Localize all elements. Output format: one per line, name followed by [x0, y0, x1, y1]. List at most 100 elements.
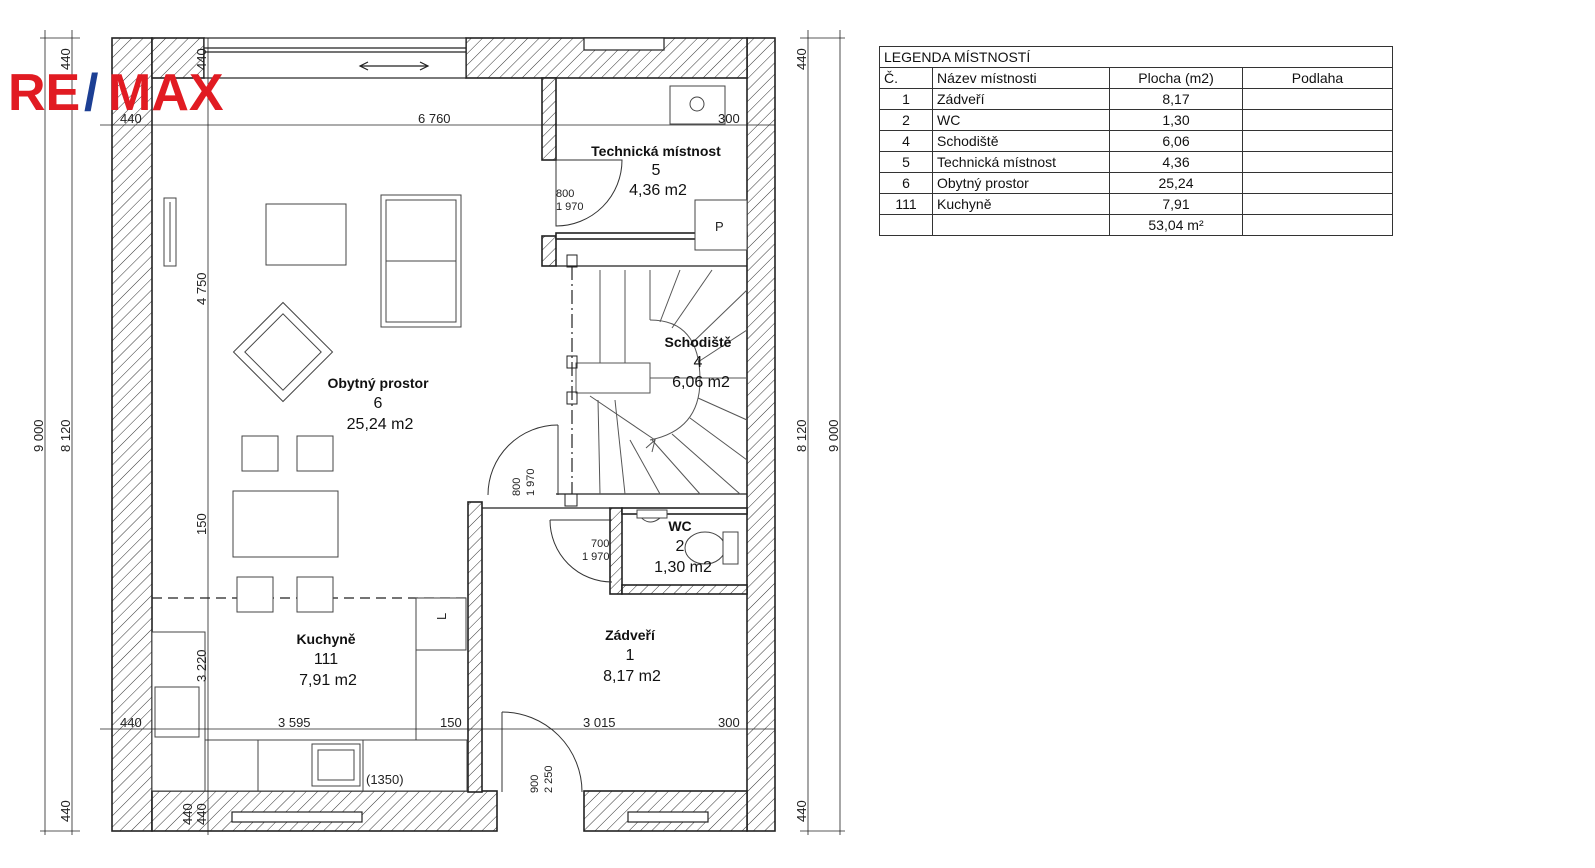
remax-logo: RE / MAX	[8, 64, 224, 122]
dining-table	[232, 490, 339, 558]
door-wc-width: 700	[591, 538, 609, 550]
svg-text:Kuchyně: Kuchyně	[296, 631, 355, 647]
legend-cell-area: 4,36	[1109, 151, 1243, 173]
legend-cell-name: WC	[932, 109, 1110, 131]
legend-header-row: Č. Název místnosti Plocha (m2) Podlaha	[879, 67, 1393, 89]
legend-cell-floor	[1242, 172, 1393, 194]
table-row: 4 Schodiště 6,06	[879, 130, 1393, 152]
dim-top-right-300: 300	[718, 111, 740, 126]
legend-cell-floor	[1242, 130, 1393, 152]
table-row: 111 Kuchyně 7,91	[879, 193, 1393, 215]
door-entry-width: 900	[529, 775, 541, 793]
room-obytny: Obytný prostor 6 25,24 m2	[327, 375, 429, 433]
dim-top-wall-440: 440	[194, 48, 209, 70]
exterior-walls	[111, 37, 776, 832]
legend-cell-no: 111	[879, 193, 933, 215]
sofa	[380, 194, 462, 328]
dim-bottom-width-entry: 3 015	[583, 715, 616, 730]
logo-text-max: MAX	[108, 64, 224, 122]
fridge-mark: L	[434, 613, 449, 620]
legend-header-floor: Podlaha	[1242, 67, 1393, 89]
svg-text:6: 6	[374, 395, 383, 412]
dim-right-bottom-440: 440	[794, 800, 809, 822]
window-top	[203, 37, 467, 79]
svg-text:7,91 m2: 7,91 m2	[299, 672, 357, 689]
legend-cell-no: 2	[879, 109, 933, 131]
dim-bottom-right-300: 300	[718, 715, 740, 730]
boiler-sink	[669, 85, 748, 251]
chair	[296, 576, 334, 613]
boiler-mark: P	[715, 219, 724, 234]
svg-text:111: 111	[314, 651, 338, 668]
table-row: 1 Zádveří 8,17	[879, 88, 1393, 110]
dim-height-left-inner: 8 120	[58, 419, 73, 452]
legend-header-name: Název místnosti	[932, 67, 1110, 89]
dim-top-left-440: 440	[120, 111, 142, 126]
partition-lines	[152, 265, 747, 599]
legend-total-row: 53,04 m²	[879, 214, 1393, 236]
room-technicka: Technická místnost 5 4,36 m2	[591, 143, 721, 199]
legend-title-row: LEGENDA MÍSTNOSTÍ	[879, 46, 1393, 68]
dim-bottom-150: 150	[440, 715, 462, 730]
legend-cell-area: 8,17	[1109, 88, 1243, 110]
legend-cell-floor	[1242, 151, 1393, 173]
dim-left-top-440: 440	[58, 48, 73, 70]
door-living-height: 1 970	[525, 468, 537, 496]
svg-text:WC: WC	[668, 518, 691, 534]
dim-bottom-width-kitchen: 3 595	[278, 715, 311, 730]
table-row: 2 WC 1,30	[879, 109, 1393, 131]
room-zadveri: Zádveří 1 8,17 m2	[603, 627, 661, 685]
svg-text:8,17 m2: 8,17 m2	[603, 668, 661, 685]
armchair	[232, 301, 334, 403]
legend-cell-area: 25,24	[1109, 172, 1243, 194]
dim-top-width: 6 760	[418, 111, 451, 126]
kitchen-counter	[151, 597, 468, 792]
svg-text:Technická místnost: Technická místnost	[591, 143, 721, 159]
dim-bottom-440-a: 440	[180, 803, 195, 825]
chair	[236, 576, 274, 613]
legend-total-empty	[1242, 214, 1393, 236]
svg-text:Obytný prostor: Obytný prostor	[327, 375, 429, 391]
dim-left-bottom-440: 440	[58, 800, 73, 822]
logo-text-re: RE	[8, 64, 80, 122]
coffee-table	[265, 203, 347, 266]
door-tech-width: 800	[556, 188, 574, 200]
legend-cell-no: 4	[879, 130, 933, 152]
legend-cell-area: 7,91	[1109, 193, 1243, 215]
fridge	[415, 597, 467, 651]
legend-cell-name: Obytný prostor	[932, 172, 1110, 194]
dim-height-3220: 3 220	[194, 649, 209, 682]
legend-cell-name: Technická místnost	[932, 151, 1110, 173]
svg-text:4,36 m2: 4,36 m2	[629, 182, 687, 199]
interior-walls	[467, 77, 748, 793]
door-entry-height: 2 250	[543, 765, 555, 793]
dimension-lines	[40, 30, 845, 835]
tv	[163, 197, 177, 267]
legend-cell-no: 1	[879, 88, 933, 110]
door-living-width: 800	[511, 478, 523, 496]
legend-cell-name: Kuchyně	[932, 193, 1110, 215]
legend-cell-area: 6,06	[1109, 130, 1243, 152]
chair	[296, 435, 334, 472]
legend-total-empty	[932, 214, 1110, 236]
legend-cell-no: 6	[879, 172, 933, 194]
dim-height-4750: 4 750	[194, 272, 209, 305]
legend-header-area: Plocha (m2)	[1109, 67, 1243, 89]
logo-text-slash: /	[84, 64, 98, 122]
svg-text:Zádveří: Zádveří	[605, 627, 656, 643]
svg-text:5: 5	[652, 162, 661, 179]
svg-text:6,06 m2: 6,06 m2	[672, 374, 730, 391]
legend-total: 53,04 m²	[1109, 214, 1243, 236]
small-windows	[231, 37, 709, 823]
svg-text:2: 2	[676, 538, 685, 555]
legend-cell-name: Zádveří	[932, 88, 1110, 110]
dim-height-150: 150	[194, 513, 209, 535]
doors	[487, 159, 623, 793]
dim-height-left-total: 9 000	[31, 419, 46, 452]
dim-bottom-left-440: 440	[120, 715, 142, 730]
legend-title: LEGENDA MÍSTNOSTÍ	[879, 46, 1393, 68]
legend-total-empty	[879, 214, 933, 236]
staircase	[564, 254, 748, 507]
legend-header-no: Č.	[879, 67, 933, 89]
